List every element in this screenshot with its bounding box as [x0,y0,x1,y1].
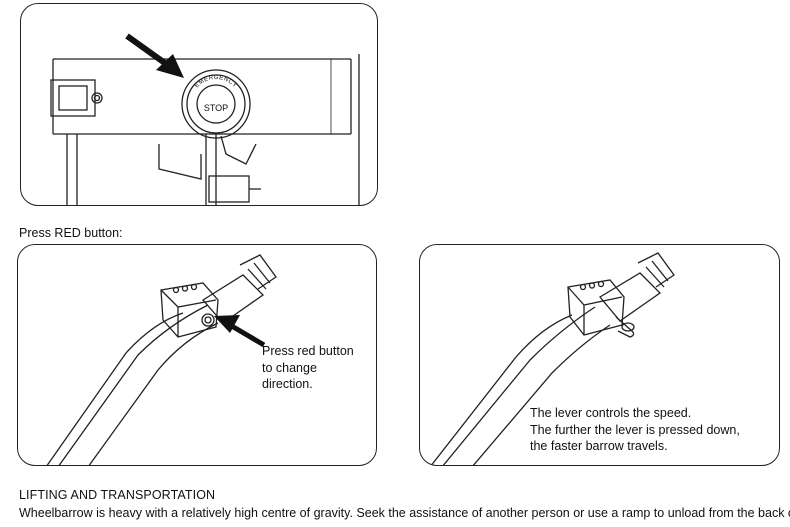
handle-direction-illustration [46,254,277,465]
stop-label: STOP [204,103,228,113]
emergency-label: EMERGENCY [194,75,238,89]
figure-speed-lever: The lever controls the speed. The furthe… [419,244,780,466]
figure-direction-button: Press red button to change direction. [17,244,377,466]
emergency-stop-illustration: STOP EMERGENCY [50,33,360,205]
section-body: Wheelbarrow is heavy with a relatively h… [19,506,790,520]
section-title: LIFTING AND TRANSPORTATION [19,488,216,502]
caption-press-red-button: Press RED button: [19,226,123,240]
callout-speed: The lever controls the speed. The furthe… [530,406,740,453]
figure-emergency-stop: STOP EMERGENCY [20,3,378,206]
arrow-icon [214,315,266,348]
callout-direction: Press red button to change direction. [262,344,354,391]
speed-lever-illustration [430,252,675,465]
arrow-icon [125,33,184,78]
